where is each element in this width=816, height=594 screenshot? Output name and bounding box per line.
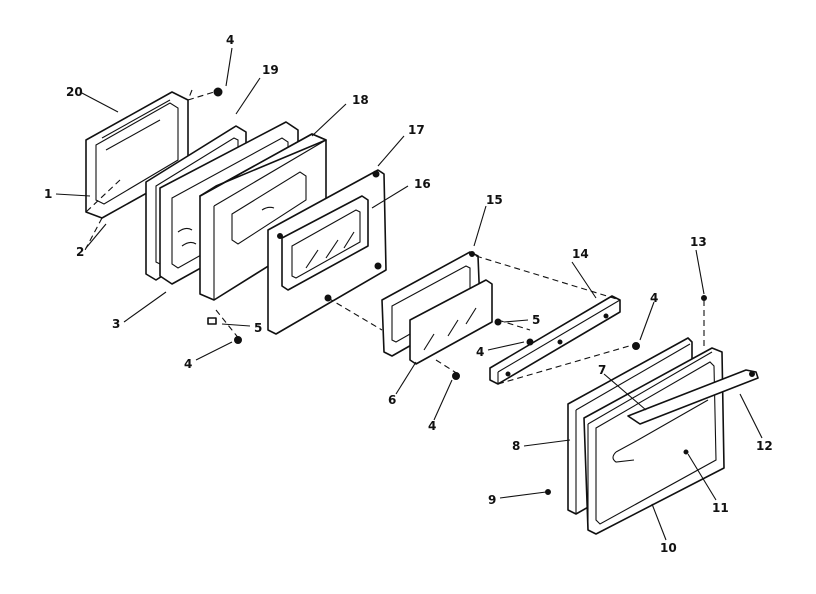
callout-13: 13	[690, 235, 707, 249]
callout-11: 11	[712, 501, 729, 515]
callout-17: 17	[408, 123, 425, 137]
callout-15: 15	[486, 193, 503, 207]
callout-4: 4	[184, 357, 192, 371]
leader-lines	[55, 47, 763, 541]
callout-6: 6	[388, 393, 396, 407]
callout-2: 2	[76, 245, 84, 259]
callout-12: 12	[756, 439, 773, 453]
callout-20: 20	[66, 85, 83, 99]
part-12-handle	[627, 369, 759, 425]
hardware	[207, 87, 707, 495]
part-20-rear-panel	[85, 91, 189, 219]
part-16-inner-window	[281, 195, 369, 291]
callout-18: 18	[352, 93, 369, 107]
callout-10: 10	[660, 541, 677, 555]
callout-9: 9	[488, 493, 496, 507]
callout-14: 14	[572, 247, 589, 261]
callout-labels: 20 19 4 18 17 16 15 14 13 1 2 3 5 4 4 5 …	[44, 33, 773, 555]
callout-19: 19	[262, 63, 279, 77]
part-6-glass	[409, 279, 493, 365]
part-14-bracket	[489, 295, 621, 385]
callout-8: 8	[512, 439, 520, 453]
part-18-insulation-box	[199, 133, 327, 301]
callout-4: 4	[650, 291, 658, 305]
callout-16: 16	[414, 177, 431, 191]
callout-5: 5	[254, 321, 262, 335]
callout-4: 4	[476, 345, 484, 359]
callout-4: 4	[428, 419, 436, 433]
callout-3: 3	[112, 317, 120, 331]
callout-4: 4	[226, 33, 234, 47]
callout-7: 7	[598, 363, 606, 377]
callout-5: 5	[532, 313, 540, 327]
callout-1: 1	[44, 187, 52, 201]
